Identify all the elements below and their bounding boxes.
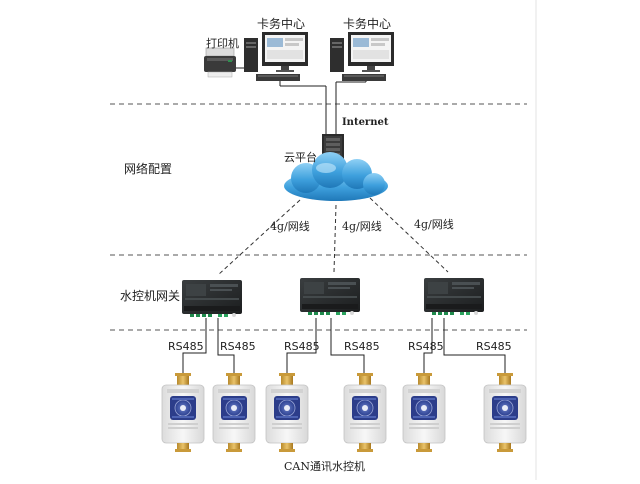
gateway-icon [182, 280, 242, 317]
rs485-label: RS485 [344, 340, 380, 353]
rs485-label: RS485 [476, 340, 512, 353]
link-label-left: 4g/网线 [270, 220, 310, 233]
link-label-mid: 4g/网线 [342, 220, 382, 233]
cloud-label: 云平台 [284, 151, 317, 164]
card-center-2-label: 卡务中心 [343, 17, 392, 31]
section-network-config: 网络配置 [124, 162, 173, 176]
water-controller-icon [265, 372, 309, 453]
wan-links [217, 197, 449, 276]
card-center-1-label: 卡务中心 [257, 17, 306, 31]
printer-label: 打印机 [206, 37, 239, 50]
computer-icon [330, 32, 394, 81]
link-to-gateway-2 [333, 204, 337, 273]
section-separators [110, 103, 527, 331]
water-controller-icon [483, 372, 527, 453]
bottom-caption: CAN通讯水控机 [284, 460, 365, 473]
water-controller-icon [343, 372, 387, 453]
computer-icon [244, 32, 308, 81]
link-to-gateway-1 [217, 199, 301, 276]
link-label-right: 4g/网线 [414, 218, 454, 231]
gateway-icon [424, 278, 484, 315]
cloud-icon [284, 152, 388, 201]
link-to-gateway-3 [369, 197, 449, 273]
rs485-label: RS485 [284, 340, 320, 353]
internet-label: Internet [342, 117, 389, 128]
lan-wiring [236, 67, 367, 138]
section-gateway: 水控机网关 [120, 289, 181, 303]
rs485-wiring [182, 318, 506, 373]
gateway-icon [300, 278, 360, 315]
printer-icon [204, 47, 236, 78]
rs485-label: RS485 [168, 340, 204, 353]
water-controller-icon [402, 372, 446, 453]
rs485-label: RS485 [220, 340, 256, 353]
water-controller-icon [161, 372, 205, 453]
rs485-label: RS485 [408, 340, 444, 353]
water-controller-icon [212, 372, 256, 453]
